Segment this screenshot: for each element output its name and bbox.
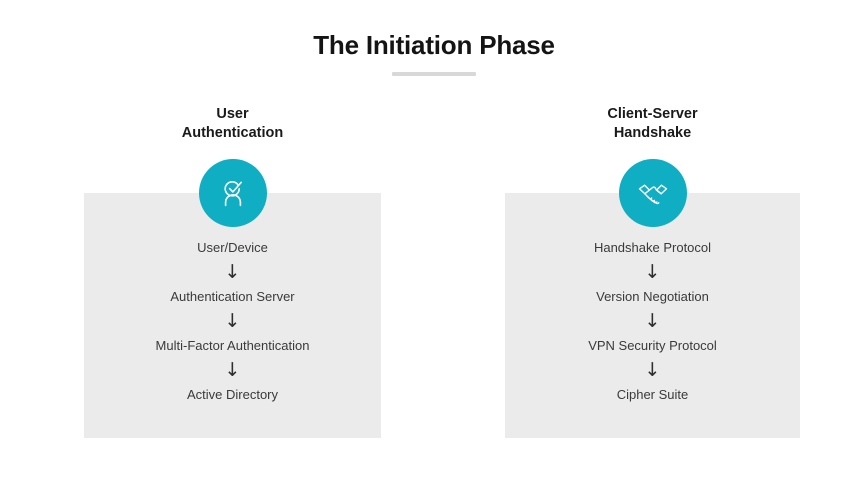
- flow-list: Handshake Protocol ↓ Version Negotiation…: [505, 239, 800, 403]
- flow-list: User/Device ↓ Authentication Server ↓ Mu…: [84, 239, 381, 403]
- column-user-authentication: User Authentication User/Device ↓ Authen…: [84, 105, 381, 438]
- arrow-down-icon: ↓: [224, 310, 241, 332]
- flow-step: Multi-Factor Authentication: [155, 338, 310, 353]
- user-check-icon: [198, 159, 267, 227]
- panel-wrapper: Handshake Protocol ↓ Version Negotiation…: [505, 159, 800, 438]
- column-heading: User Authentication: [181, 106, 284, 141]
- flow-step: Handshake Protocol: [593, 240, 712, 255]
- flow-step: VPN Security Protocol: [588, 338, 717, 353]
- title-divider: [392, 72, 476, 76]
- arrow-down-icon: ↓: [644, 261, 661, 283]
- flow-step: Cipher Suite: [616, 387, 689, 402]
- flow-panel: Handshake Protocol ↓ Version Negotiation…: [505, 193, 800, 438]
- flow-panel: User/Device ↓ Authentication Server ↓ Mu…: [84, 193, 381, 438]
- column-heading: Client-Server Handshake: [607, 106, 698, 141]
- flow-step: Authentication Server: [170, 289, 295, 304]
- flow-step: Active Directory: [186, 387, 279, 402]
- arrow-down-icon: ↓: [644, 310, 661, 332]
- arrow-down-icon: ↓: [224, 261, 241, 283]
- arrow-down-icon: ↓: [644, 359, 661, 381]
- page-title: The Initiation Phase: [313, 30, 555, 60]
- arrow-down-icon: ↓: [224, 359, 241, 381]
- column-client-server-handshake: Client-Server Handshake Handshake Prot: [505, 105, 800, 438]
- page-title-block: The Initiation Phase: [0, 28, 868, 76]
- handshake-icon: [618, 159, 687, 227]
- flow-step: Version Negotiation: [596, 289, 709, 304]
- flow-step: User/Device: [197, 240, 268, 255]
- panel-wrapper: User/Device ↓ Authentication Server ↓ Mu…: [84, 159, 381, 438]
